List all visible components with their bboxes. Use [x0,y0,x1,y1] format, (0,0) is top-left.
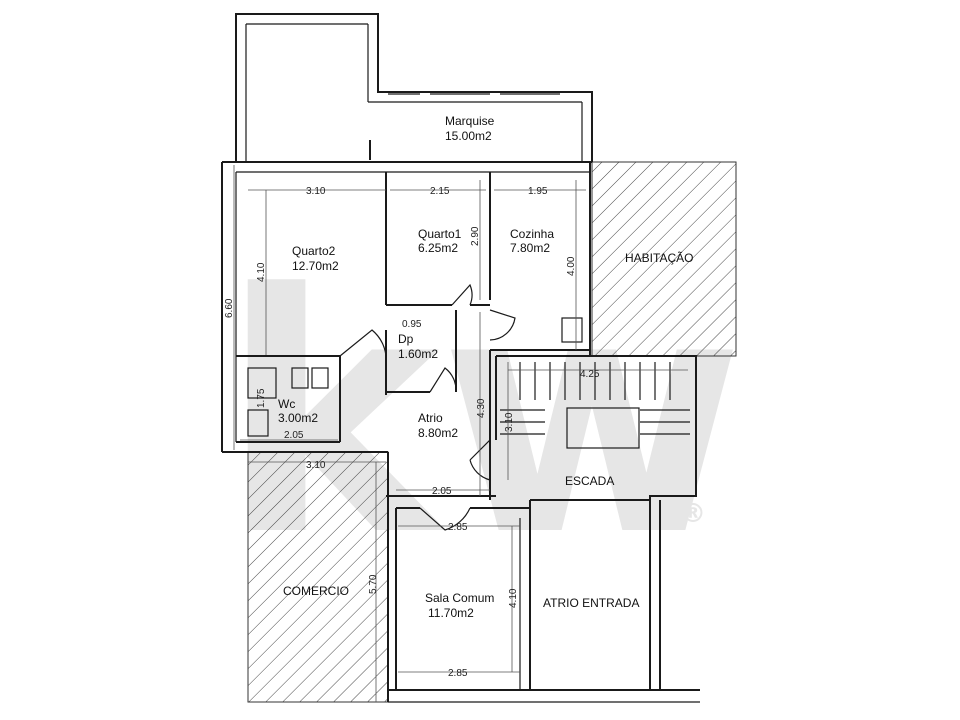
dim-cozinha-width: 1.95 [528,186,548,197]
wc-label: Wc [278,397,295,411]
wc-fixtures [247,317,583,437]
dim-escada-height: 3.10 [504,412,515,432]
svg-text:®: ® [680,499,706,529]
cozinha-label: Cozinha [510,227,554,241]
marquise-area: 15.00m2 [445,129,492,143]
dimension-lines [233,165,688,702]
dim-comercio-height: 5.70 [368,574,379,594]
dim-dp-width: 0.95 [402,319,422,330]
dim-atrio-height: 4.30 [476,398,487,418]
marquise-label: Marquise [445,114,495,128]
dim-comercio-width: 3.10 [306,460,326,471]
dp-label: Dp [398,332,414,346]
dim-quarto2-height: 4.10 [256,262,267,282]
habitacao-label: HABITAÇÃO [625,251,693,265]
walls [221,13,700,703]
dim-escada-width: 4.25 [580,369,600,380]
atrio-label: Atrio [418,411,443,425]
cozinha-area: 7.80m2 [510,241,550,255]
doors [339,283,516,531]
dim-wc-width: 2.05 [284,430,304,441]
dim-atrio-width: 2.05 [432,486,452,497]
stair-treads [500,362,690,449]
dim-quarto2-width: 3.10 [306,186,326,197]
room-labels: Marquise 15.00m2 Quarto2 12.70m2 Quarto1… [278,114,693,620]
quarto2-area: 12.70m2 [292,259,339,273]
atrio-area: 8.80m2 [418,426,458,440]
escada-label: ESCADA [565,474,614,488]
dim-quarto1-width: 2.15 [430,186,450,197]
wc-area: 3.00m2 [278,411,318,425]
dimension-labels: 3.10 2.15 1.95 4.10 2.90 4.00 6.60 0.95 … [224,186,600,679]
atrio-entrada-label: ATRIO ENTRADA [543,596,639,610]
dim-sala-bottom-width: 2.85 [448,668,468,679]
comercio-label: COMERCIO [283,584,349,598]
dim-sala-height: 4.10 [508,588,519,608]
dim-sala-top-width: 2.85 [448,522,468,533]
quarto1-label: Quarto1 [418,227,462,241]
comercio-area [247,451,389,703]
dim-total-height: 6.60 [224,298,235,318]
dp-area: 1.60m2 [398,347,438,361]
dim-quarto1-height: 2.90 [470,226,481,246]
dim-cozinha-height: 4.00 [566,256,577,276]
quarto2-label: Quarto2 [292,244,336,258]
quarto1-area: 6.25m2 [418,241,458,255]
sala-area: 11.70m2 [428,606,474,620]
dim-wc-height: 1.75 [256,388,267,408]
sala-label: Sala Comum [425,591,494,605]
